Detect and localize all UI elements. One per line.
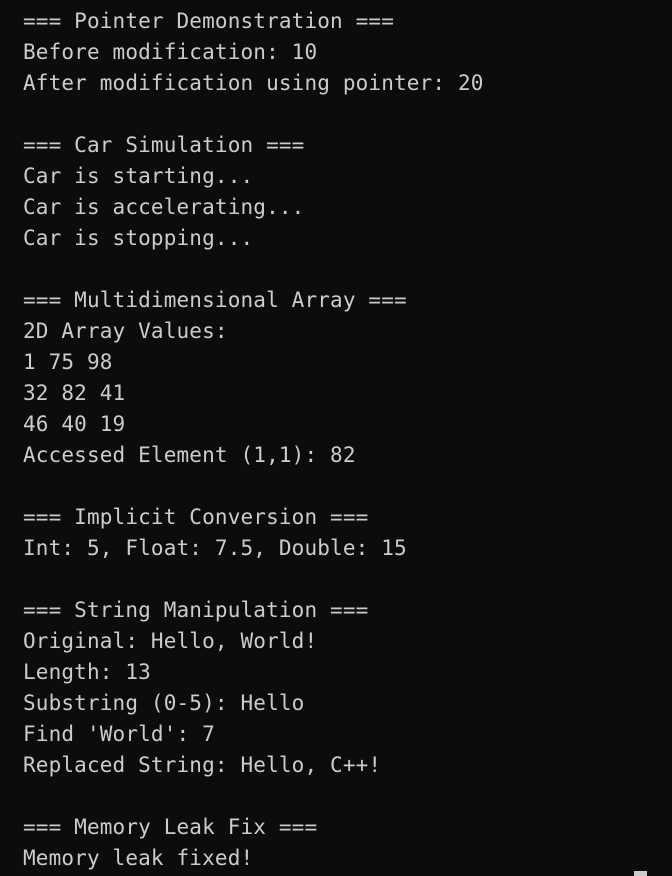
terminal-line: Memory leak fixed! [23, 846, 254, 870]
terminal-line: After modification using pointer: 20 [23, 71, 484, 95]
terminal-line [23, 99, 672, 130]
terminal-line: === Implicit Conversion === [23, 505, 369, 529]
text-cursor [634, 871, 647, 876]
terminal-line [23, 564, 672, 595]
terminal-line: === Multidimensional Array === [23, 288, 407, 312]
terminal-line [23, 471, 672, 502]
terminal-line: === Pointer Demonstration === [23, 9, 394, 33]
terminal-line: Substring (0-5): Hello [23, 691, 305, 715]
terminal-line: Car is stopping... [23, 226, 254, 250]
terminal-line: Replaced String: Hello, C++! [23, 753, 382, 777]
terminal-line: === Memory Leak Fix === [23, 815, 318, 839]
terminal-line: Car is starting... [23, 164, 254, 188]
terminal-line: === String Manipulation === [23, 598, 369, 622]
terminal-line: Int: 5, Float: 7.5, Double: 15 [23, 536, 407, 560]
terminal-line: Before modification: 10 [23, 40, 318, 64]
terminal-line: Car is accelerating... [23, 195, 305, 219]
terminal-line [23, 254, 672, 285]
terminal-line: 32 82 41 [23, 381, 126, 405]
terminal-line: Length: 13 [23, 660, 151, 684]
terminal-line: 1 75 98 [23, 350, 113, 374]
terminal-line: Original: Hello, World! [23, 629, 318, 653]
terminal-line: Accessed Element (1,1): 82 [23, 443, 356, 467]
terminal-line: === Car Simulation === [23, 133, 305, 157]
terminal-line [23, 781, 672, 812]
terminal-line: 46 40 19 [23, 412, 126, 436]
terminal-line: Find 'World': 7 [23, 722, 215, 746]
terminal-line: 2D Array Values: [23, 319, 228, 343]
